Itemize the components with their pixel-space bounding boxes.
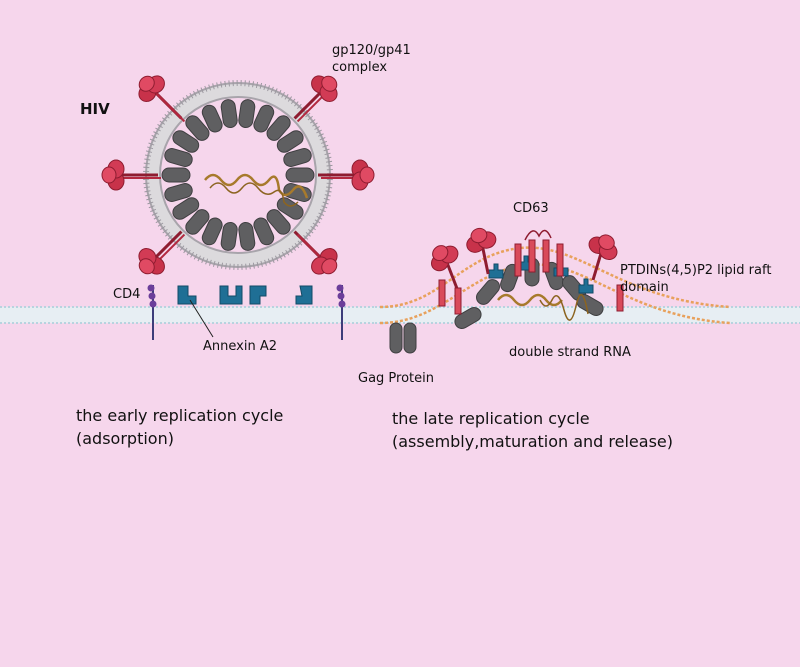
- late-caption-line1: the late replication cycle: [392, 409, 590, 428]
- rna-strand-icon: [497, 293, 589, 321]
- dsrna-label: double strand RNA: [509, 345, 631, 360]
- cd4-label: CD4: [113, 287, 141, 302]
- gp120-gp41-complex-icon: [101, 67, 375, 283]
- annexin-a2-icon: [177, 285, 313, 305]
- early-caption-line1: the early replication cycle: [76, 406, 284, 425]
- host-membrane-left: [0, 306, 375, 324]
- cd4-receptor-icon: [147, 284, 346, 340]
- lipid-raft-icon: [379, 246, 731, 325]
- gag-label: Gag Protein: [358, 371, 434, 386]
- gp120-label-line1: gp120/gp41: [332, 43, 411, 58]
- annexin-label: Annexin A2: [203, 339, 277, 354]
- early-caption-line2: (adsorption): [76, 429, 174, 448]
- hiv-virion-icon: [143, 80, 333, 270]
- gp120-label-line2: complex: [332, 60, 388, 75]
- raft-label-line2: domain: [620, 280, 669, 295]
- cd63-label: CD63: [513, 201, 549, 216]
- gag-protein-icon: [389, 322, 417, 354]
- budding-assembly: [423, 223, 624, 329]
- annexin-pointer: [189, 299, 214, 338]
- late-caption-line2: (assembly,maturation and release): [392, 432, 673, 451]
- hiv-label: HIV: [80, 100, 110, 118]
- raft-label-line1: PTDINs(4,5)P2 lipid raft: [620, 263, 772, 278]
